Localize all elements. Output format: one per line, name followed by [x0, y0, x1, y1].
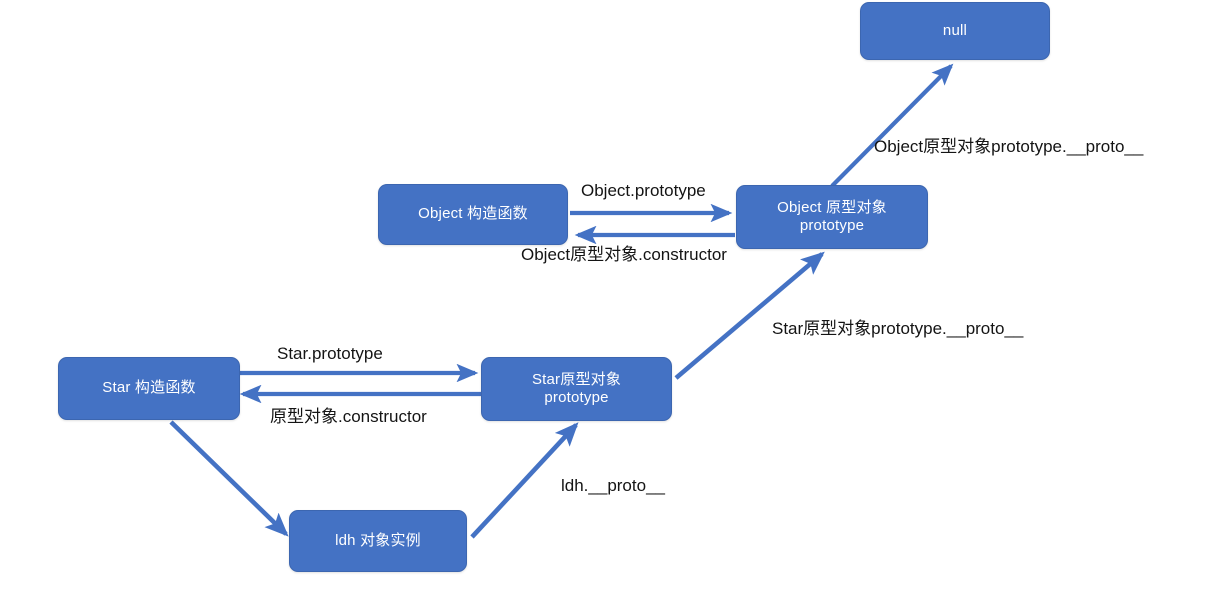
node-object-prototype-label: Object 原型对象 prototype [777, 198, 887, 234]
node-null[interactable]: null [860, 2, 1050, 60]
node-null-label: null [942, 21, 968, 39]
node-object-constructor-label: Object 构造函数 [418, 205, 528, 223]
node-object-constructor[interactable]: Object 构造函数 [378, 184, 568, 245]
edge-starctor-to-ldh [169, 420, 289, 537]
edge-label-object-constructor: Object原型对象.constructor [521, 245, 727, 264]
edge-label-star-constructor: 原型对象.constructor [270, 407, 427, 426]
node-object-prototype[interactable]: Object 原型对象 prototype [736, 185, 928, 249]
edge-label-ldh-proto: ldh.__proto__ [561, 476, 665, 495]
edge-label-star-prototype: Star.prototype [277, 344, 383, 363]
edge-object-proto-to-null [830, 63, 954, 188]
node-star-constructor-label: Star 构造函数 [102, 379, 196, 397]
node-star-prototype[interactable]: Star原型对象 prototype [481, 357, 672, 421]
edge-starproto-to-objectproto [674, 251, 825, 380]
node-ldh-instance[interactable]: ldh 对象实例 [289, 510, 467, 572]
node-star-prototype-label: Star原型对象 prototype [531, 370, 622, 406]
edge-label-object-prototype: Object.prototype [581, 181, 706, 200]
node-star-constructor[interactable]: Star 构造函数 [58, 357, 240, 420]
node-ldh-instance-label: ldh 对象实例 [335, 531, 421, 549]
edge-label-object-proto-to-null: Object原型对象prototype.__proto__ [874, 137, 1144, 156]
edge-label-starproto-to-objectproto: Star原型对象prototype.__proto__ [772, 319, 1024, 338]
